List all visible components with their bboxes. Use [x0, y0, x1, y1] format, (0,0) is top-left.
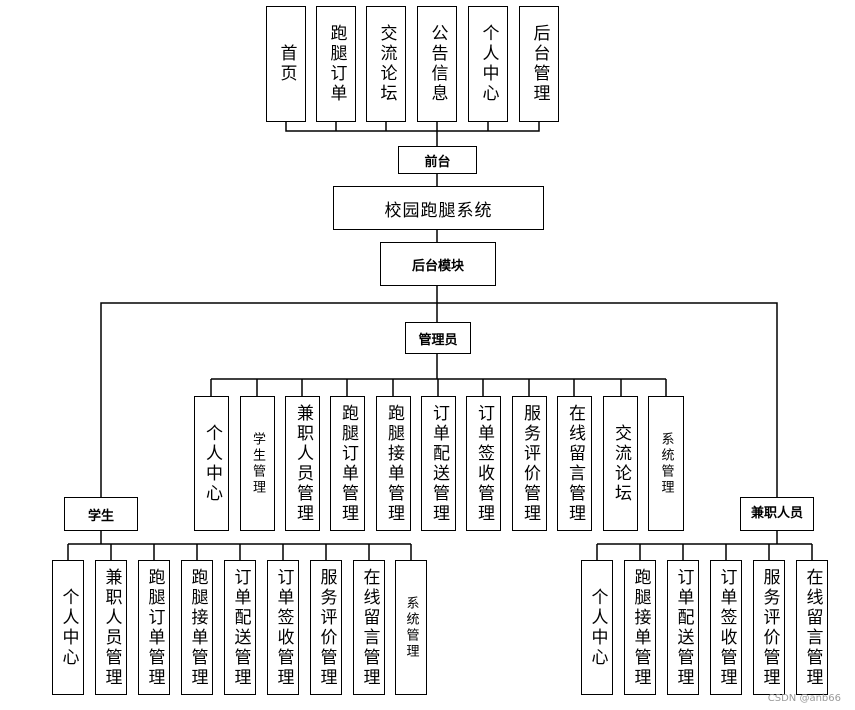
- student-item-message-mgmt: 在线留言管理: [353, 560, 385, 695]
- student-item-parttime-mgmt: 兼职人员管理: [95, 560, 127, 695]
- student-item-errand-accept-mgmt: 跑腿接单管理: [181, 560, 213, 695]
- admin-node: 管理员: [405, 322, 471, 354]
- parttime-item-signoff-mgmt: 订单签收管理: [710, 560, 742, 695]
- front-item-forum: 交流论坛: [366, 6, 406, 122]
- frontend-node: 前台: [398, 146, 477, 174]
- backend-module-node: 后台模块: [380, 242, 496, 286]
- admin-item-review-mgmt: 服务评价管理: [512, 396, 547, 531]
- front-item-announcements: 公告信息: [417, 6, 457, 122]
- parttime-item-personal-center: 个人中心: [581, 560, 613, 695]
- admin-item-errand-accept-mgmt: 跑腿接单管理: [376, 396, 411, 531]
- system-title-node: 校园跑腿系统: [333, 186, 544, 230]
- student-item-personal-center: 个人中心: [52, 560, 84, 695]
- admin-item-personal-center: 个人中心: [194, 396, 229, 531]
- front-item-errand-orders: 跑腿订单: [316, 6, 356, 122]
- watermark: CSDN @anb66: [767, 693, 841, 704]
- student-node: 学生: [64, 497, 138, 531]
- admin-item-errand-order-mgmt: 跑腿订单管理: [330, 396, 365, 531]
- front-item-personal-center: 个人中心: [468, 6, 508, 122]
- front-item-home: 首页: [266, 6, 306, 122]
- student-item-signoff-mgmt: 订单签收管理: [267, 560, 299, 695]
- student-item-delivery-mgmt: 订单配送管理: [224, 560, 256, 695]
- admin-item-forum: 交流论坛: [603, 396, 638, 531]
- admin-item-message-mgmt: 在线留言管理: [557, 396, 592, 531]
- parttime-item-review-mgmt: 服务评价管理: [753, 560, 785, 695]
- admin-item-signoff-mgmt: 订单签收管理: [466, 396, 501, 531]
- admin-item-delivery-mgmt: 订单配送管理: [421, 396, 456, 531]
- student-item-review-mgmt: 服务评价管理: [310, 560, 342, 695]
- admin-item-student-mgmt: 学生管理: [240, 396, 275, 531]
- admin-item-system-mgmt: 系统管理: [648, 396, 684, 531]
- admin-item-parttime-mgmt: 兼职人员管理: [285, 396, 320, 531]
- parttime-item-message-mgmt: 在线留言管理: [796, 560, 828, 695]
- parttime-item-delivery-mgmt: 订单配送管理: [667, 560, 699, 695]
- parttime-item-errand-accept-mgmt: 跑腿接单管理: [624, 560, 656, 695]
- student-item-errand-order-mgmt: 跑腿订单管理: [138, 560, 170, 695]
- front-item-backend-admin: 后台管理: [519, 6, 559, 122]
- student-item-system-mgmt: 系统管理: [395, 560, 427, 695]
- parttime-node: 兼职人员: [740, 497, 814, 531]
